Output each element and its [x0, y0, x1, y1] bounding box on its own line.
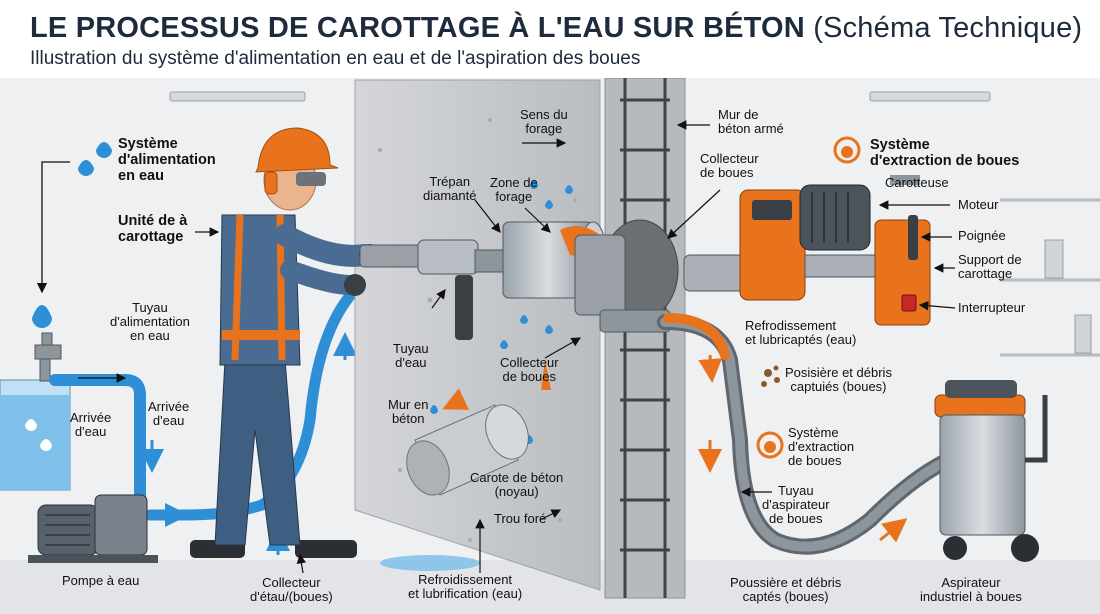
reinforced-wall	[604, 78, 686, 599]
title-sub: (Schéma Technique)	[813, 12, 1083, 44]
label-water-pump: Pompe à eau	[62, 573, 140, 588]
diagram-illustration	[0, 78, 1100, 614]
water-puddle	[380, 555, 480, 571]
water-drop-icon	[78, 160, 94, 176]
industrial-vacuum-icon	[934, 380, 1048, 562]
shelving	[1000, 198, 1100, 357]
page-subtitle: Illustration du système d'alimentation e…	[30, 48, 641, 69]
ceiling-light-icon	[869, 91, 991, 102]
flow-arrow	[698, 354, 723, 383]
extraction-mid-icon	[756, 431, 784, 459]
water-tank	[0, 379, 71, 491]
label-switch: Interrupteur	[958, 300, 1026, 315]
switch-icon	[901, 294, 917, 312]
water-pump-icon	[28, 494, 158, 563]
concrete-core-icon	[406, 404, 529, 496]
water-drop-icon	[96, 142, 112, 158]
bottle-icon	[1074, 314, 1092, 354]
rebar	[620, 78, 670, 598]
extraction-icon	[833, 136, 861, 164]
drop-pointer	[41, 161, 70, 262]
label-motor: Moteur	[958, 197, 999, 212]
ceiling-light-icon	[169, 91, 306, 102]
concrete-wall-left	[354, 79, 601, 591]
label-core-drill: Carotteuse	[885, 175, 949, 190]
header: LE PROCESSUS DE CAROTTAGE À L'EAU SUR BÉ…	[0, 0, 1100, 78]
faucet-icon	[34, 332, 62, 382]
flow-arrow	[442, 388, 470, 410]
label-concrete-core: Carote de béton(noyau)	[470, 470, 564, 499]
label-handle: Poignée	[958, 228, 1006, 243]
handle-icon	[908, 215, 918, 260]
water-drop-icon	[32, 305, 52, 328]
bottle-icon	[1044, 239, 1064, 279]
core-drill-icon	[683, 175, 931, 326]
label-drilled-hole: Trou foré	[494, 511, 547, 526]
worker	[190, 127, 381, 558]
debris-icon	[761, 365, 780, 387]
title-main: LE PROCESSUS DE CAROTTAGE À L'EAU SUR BÉ…	[30, 12, 805, 44]
water-splash	[430, 180, 573, 454]
page-title: LE PROCESSUS DE CAROTTAGE À L'EAU SUR BÉ…	[30, 12, 1082, 45]
flow-arrow	[879, 518, 908, 543]
mud-collector-icon	[574, 234, 671, 333]
